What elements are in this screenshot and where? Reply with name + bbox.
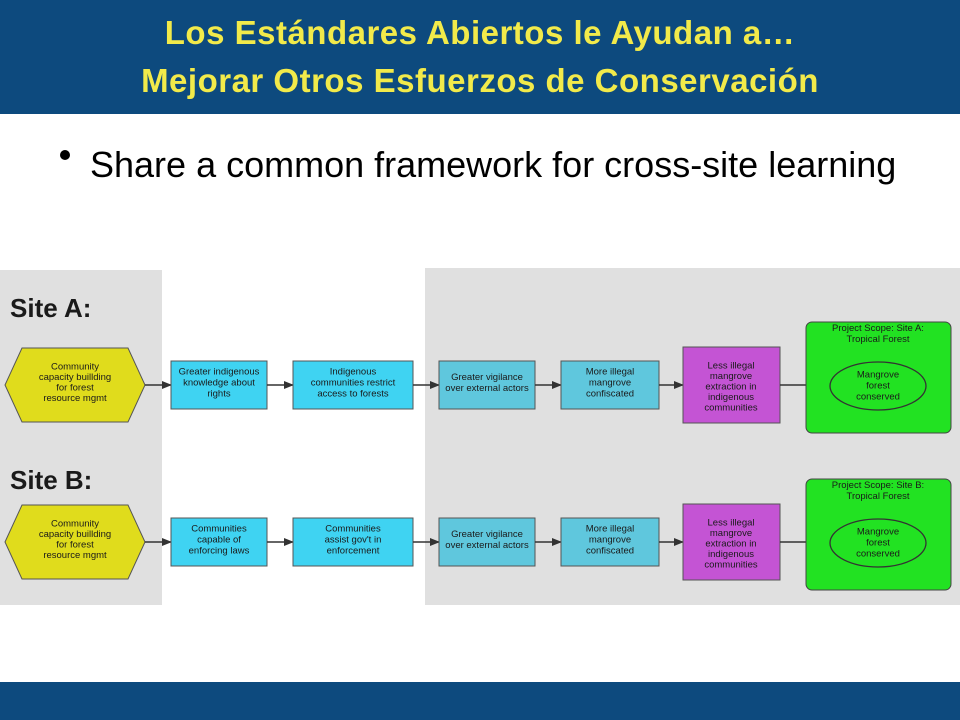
threat-text: indigenous [708,392,754,403]
result-text: mangrove [589,377,631,388]
threat-text: indigenous [708,549,754,560]
slide-title-line1: Los Estándares Abiertos le Ayudan a… [164,14,796,51]
result-text: communities restrict [311,377,396,388]
result-text: Communities [325,523,381,534]
threat-text: Less illegal [708,360,755,371]
strategy-text: capacity buillding [39,529,111,540]
strategy-text: Community [51,519,99,530]
result-text: confiscated [586,545,634,556]
scope-title: Project Scope: Site B: [832,480,924,491]
result-text: rights [207,388,230,399]
strategy-text: capacity buillding [39,372,111,383]
target-text: forest [866,537,890,548]
result-box [292,360,414,410]
result-text: Greater vigilance [451,529,523,540]
result-box [438,517,536,567]
result-text: Greater indigenous [179,366,260,377]
result-text: enforcement [327,545,380,556]
site-label: Site A: [10,293,91,323]
slide-title-line2: Mejorar Otros Esfuerzos de Conservación [141,62,819,99]
target-text: Mangrove [857,369,899,380]
site-label: Site B: [10,465,92,495]
title-bar [0,0,960,114]
conservation-target [829,518,927,568]
result-text: More illegal [586,523,635,534]
bullet-text: Share a common framework for cross-site … [90,144,897,185]
result-box [560,360,660,410]
threat-text: Less illegal [708,517,755,528]
result-box [560,517,660,567]
result-text: Greater vigilance [451,372,523,383]
result-box [170,360,268,410]
target-text: conserved [856,391,900,402]
result-text: mangrove [589,534,631,545]
result-text: capable of [197,534,241,545]
result-text: over external actors [445,540,529,551]
result-box [438,360,536,410]
threat-reduction-box [682,346,781,424]
target-text: Mangrove [857,526,899,537]
scope-title: Project Scope: Site A: [832,323,924,334]
result-text: More illegal [586,366,635,377]
target-text: forest [866,380,890,391]
result-text: over external actors [445,383,529,394]
result-text: Indigenous [330,366,377,377]
strategy-text: for forest [56,383,94,394]
result-box [170,517,268,567]
result-text: Communities [191,523,247,534]
threat-text: extraction in [705,381,756,392]
target-text: conserved [856,548,900,559]
threat-text: mangrove [710,371,752,382]
result-box [292,517,414,567]
result-text: confiscated [586,388,634,399]
threat-text: extraction in [705,538,756,549]
conservation-target [829,361,927,411]
strategy-text: Community [51,362,99,373]
strategy-text: resource mgmt [43,393,107,404]
scope-title: Tropical Forest [847,334,910,345]
scope-title: Tropical Forest [847,491,910,502]
bullet-dot-icon [60,150,70,160]
footer-bar [0,682,960,720]
result-text: knowledge about [183,377,255,388]
result-text: assist gov't in [325,534,382,545]
strategy-text: for forest [56,540,94,551]
threat-reduction-box [682,503,781,581]
threat-text: communities [704,402,758,413]
threat-text: mangrove [710,528,752,539]
result-text: access to forests [317,388,389,399]
threat-text: communities [704,559,758,570]
result-text: enforcing laws [189,545,250,556]
strategy-text: resource mgmt [43,550,107,561]
